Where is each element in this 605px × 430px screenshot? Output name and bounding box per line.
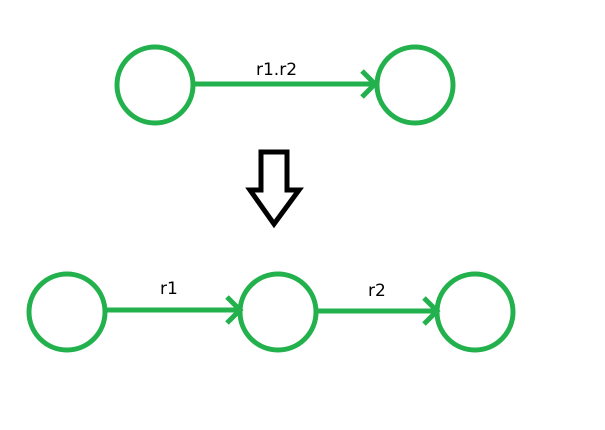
before-graph — [114, 44, 456, 126]
node-3 — [434, 271, 516, 353]
node-1 — [26, 271, 108, 353]
arrowhead-icon — [360, 69, 379, 99]
arrowhead-icon — [422, 296, 441, 326]
down-arrow-icon — [245, 149, 304, 229]
node-2 — [237, 271, 319, 353]
edge-label-r1: r1 — [160, 279, 178, 299]
edge-label-r1r2: r1.r2 — [256, 60, 297, 80]
edge-label-r2: r2 — [368, 281, 386, 301]
after-graph — [26, 271, 516, 353]
node-a — [114, 44, 196, 126]
node-b — [374, 44, 456, 126]
arrowhead-icon — [225, 295, 244, 325]
